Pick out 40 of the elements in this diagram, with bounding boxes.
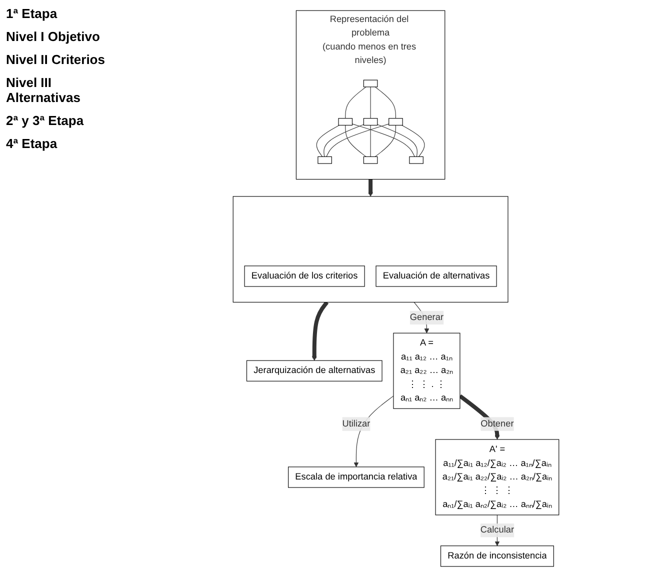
connector [326,124,390,157]
stage-label: Nivel II Criterios [6,52,106,67]
node-box [363,156,378,164]
edge-label: Generar [410,312,444,322]
node-box: A' = a₁₁/∑aᵢ₁ a₁₂/∑aᵢ₂ … a₁ₙ/∑aᵢₙ a₂₁/∑aᵢ₁ a₂₂/∑aᵢ₂ … a₂ₙ/∑aᵢₙ ⋮ ⋮ ⋮ aₙ₁/∑aᵢ₁ aₙ₂/∑aᵢ₂ … aₙₙ/∑aᵢₙ [435,439,560,516]
arrow [312,300,329,361]
connector [324,124,364,157]
stage-label: 1ª Etapa [6,6,58,21]
arrow [368,178,374,197]
stage-label: Nivel III Alternativas [6,75,82,105]
connector [374,124,396,157]
connector [345,124,366,157]
node-box: A = a₁₁ a₁₂ … a₁ₙ a₂₁ a₂₂ … a₂ₙ ⋮ ⋮ . ⋮ aₙ₁ aₙ₂ … aₙₙ [393,332,460,409]
node-box [338,118,353,126]
stage-label: Nivel I Objetivo [6,29,101,44]
connector [352,124,415,157]
stage-label: 4ª Etapa [6,136,58,151]
cluster [232,196,508,303]
node-box [363,118,378,126]
connector [374,86,396,119]
node-box: Razón de inconsistencia [440,546,554,567]
edge-label: Obtener [480,418,514,429]
node-box: Escala de importancia relativa [288,466,424,488]
connector [402,124,425,157]
connector [345,86,366,119]
connector [377,124,418,157]
node-box [409,156,424,164]
node-box [388,118,403,126]
node-box: Evaluación de alternativas [376,266,497,287]
node-box: Evaluación de los criterios [244,266,365,287]
stage-label: 2ª y 3ª Etapa [6,113,85,128]
connector [370,86,371,119]
node-box [363,80,378,88]
edge-label: Calcular [480,525,514,535]
connector [370,124,371,157]
connector [316,124,340,157]
node-box: Jerarquización de alternativas [246,360,382,382]
node-box [318,156,332,164]
cluster: Representación del problema (cuando menos en tres niveles) [296,10,446,180]
edge-label: Utilizar [342,418,370,429]
